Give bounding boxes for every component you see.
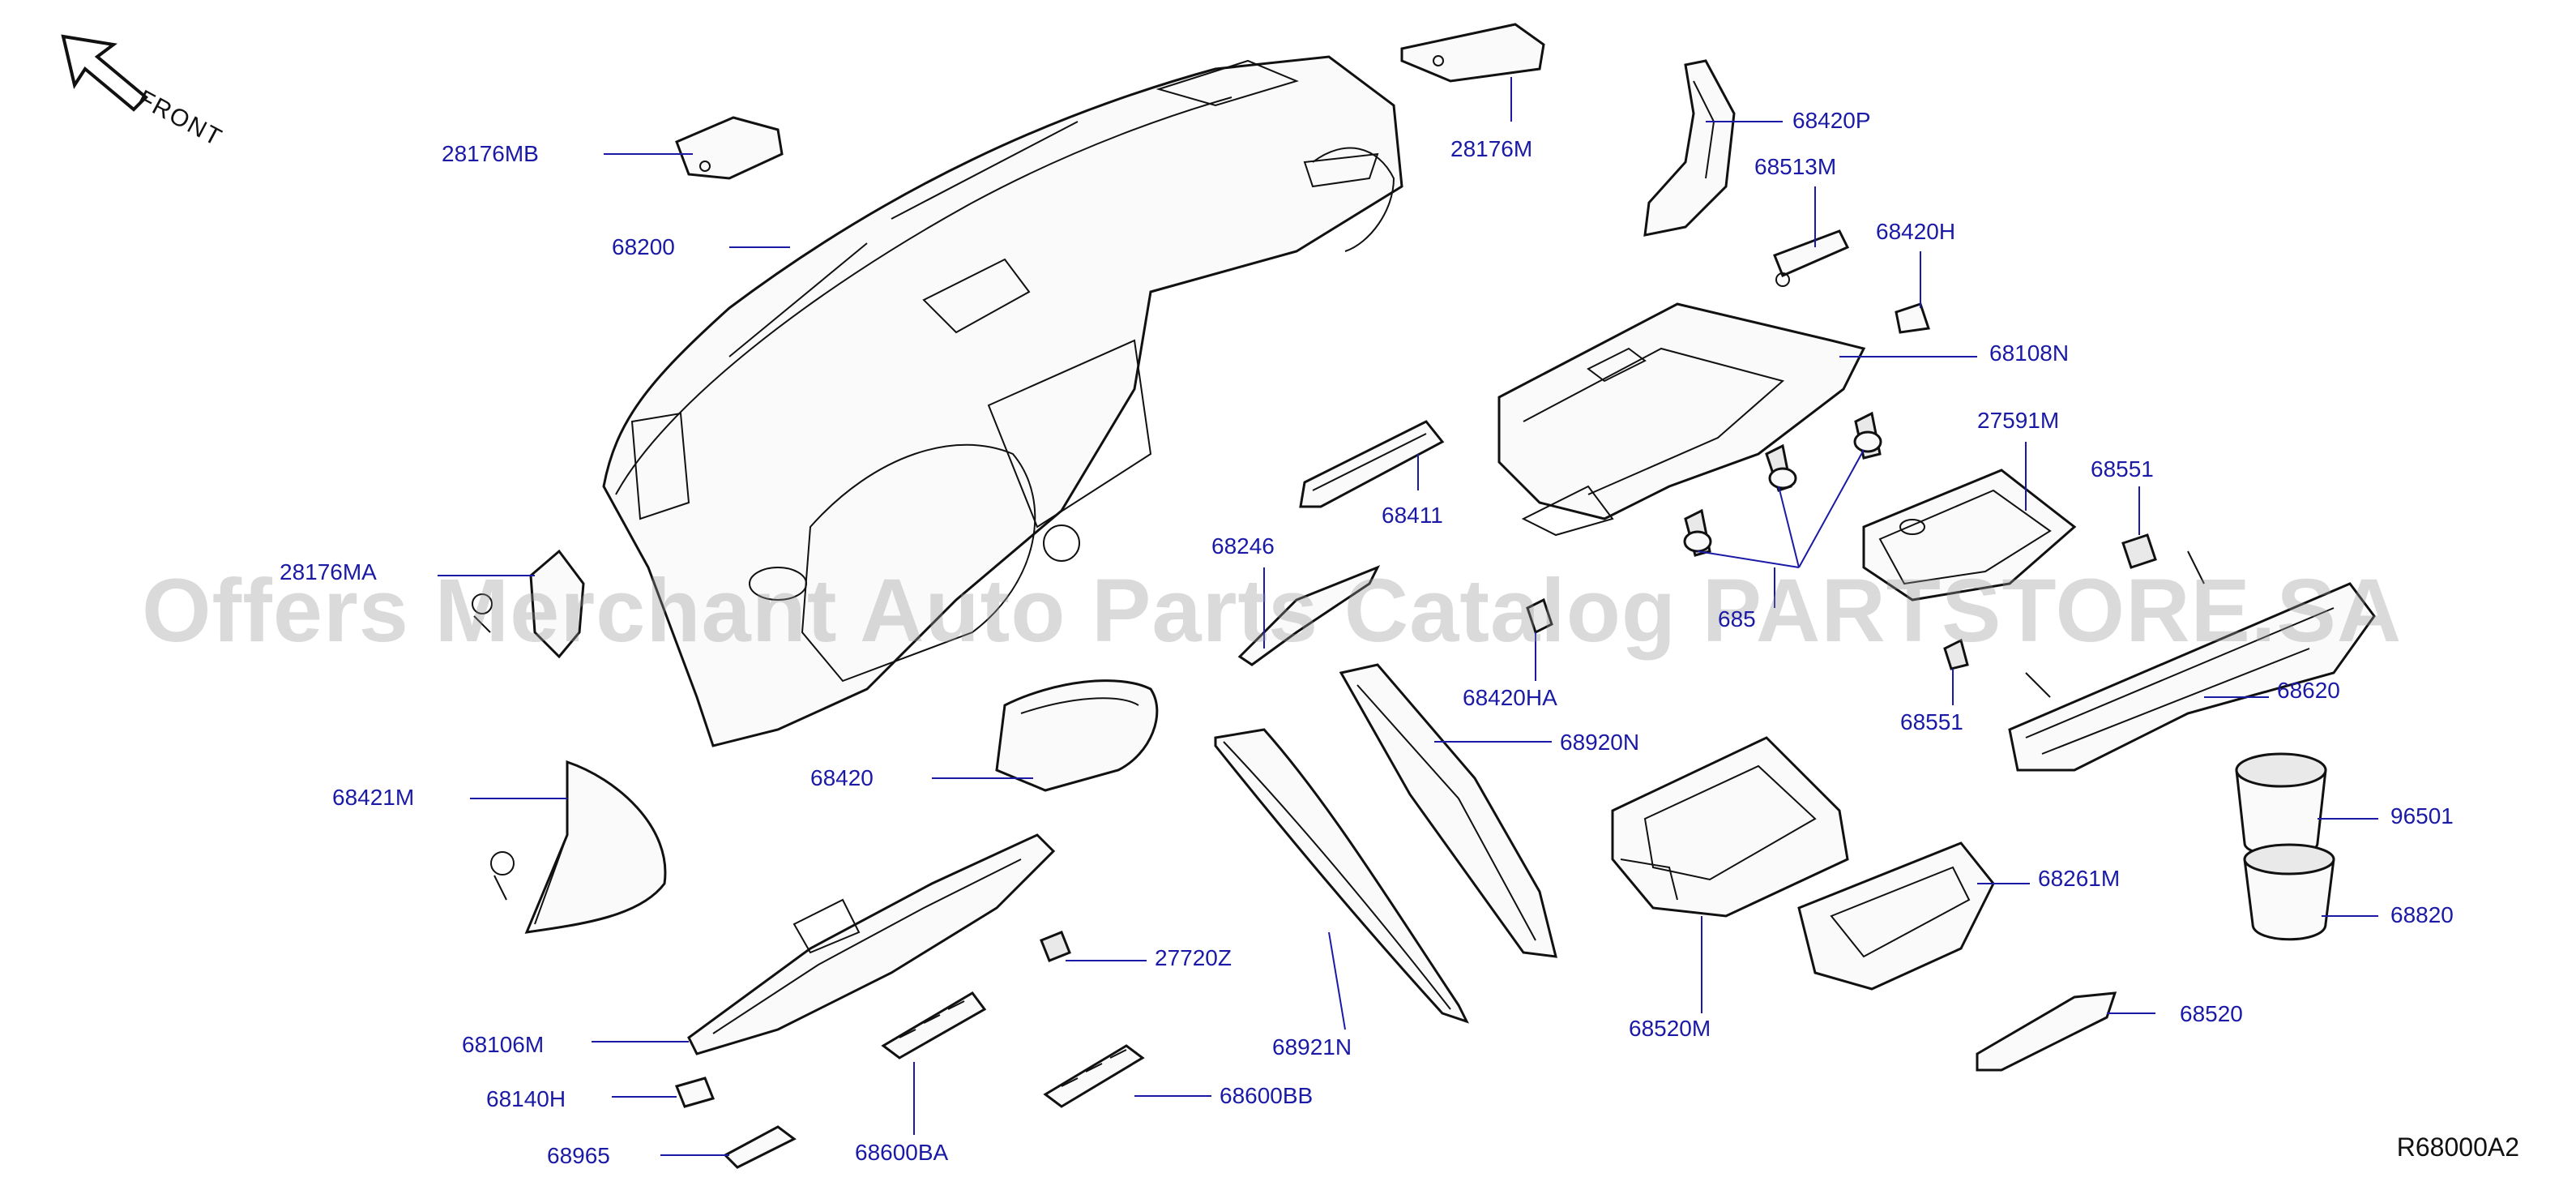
watermark-text: Offers Merchant Auto Parts Catalog PARTS…: [142, 561, 2403, 661]
part-68920N[interactable]: [1339, 663, 1557, 958]
part-28176MB[interactable]: [675, 116, 784, 180]
label-68261M[interactable]: 68261M: [2038, 866, 2121, 891]
label-68600BB[interactable]: 68600BB: [1220, 1083, 1314, 1108]
label-68551-a[interactable]: 68551: [2091, 456, 2154, 482]
label-68140H[interactable]: 68140H: [486, 1086, 566, 1111]
part-68600BB[interactable]: [1043, 1044, 1145, 1108]
part-68520M-center-bezel[interactable]: [1611, 736, 1849, 918]
part-68513M[interactable]: [1773, 229, 1850, 287]
part-68551-clip-b[interactable]: [1943, 638, 1969, 670]
part-96501-cup-holder[interactable]: [2235, 752, 2327, 857]
label-68620[interactable]: 68620: [2277, 678, 2340, 703]
part-68106M[interactable]: [687, 833, 1056, 1055]
label-27720Z[interactable]: 27720Z: [1155, 945, 1232, 970]
label-68551-b[interactable]: 68551: [1900, 709, 1963, 734]
label-68108N[interactable]: 68108N: [1989, 340, 2070, 366]
part-68600BA[interactable]: [881, 991, 987, 1060]
label-68106M[interactable]: 68106M: [462, 1032, 545, 1057]
label-68420P[interactable]: 68420P: [1792, 108, 1871, 133]
label-28176MB[interactable]: 28176MB: [442, 141, 539, 166]
part-68420HA[interactable]: [1526, 597, 1553, 635]
part-68420-meter-hood[interactable]: [995, 679, 1159, 792]
label-68420HA[interactable]: 68420HA: [1463, 685, 1557, 710]
label-27591M[interactable]: 27591M: [1977, 408, 2060, 433]
label-28176M[interactable]: 28176M: [1450, 136, 1533, 161]
part-68520[interactable]: [1976, 991, 2117, 1072]
label-68246[interactable]: 68246: [1211, 533, 1275, 559]
part-68420P[interactable]: [1643, 59, 1736, 237]
label-68921N[interactable]: 68921N: [1272, 1034, 1352, 1060]
label-68520[interactable]: 68520: [2180, 1001, 2243, 1026]
part-68140H[interactable]: [674, 1077, 716, 1108]
part-28176M[interactable]: [1400, 23, 1545, 83]
part-68965[interactable]: [723, 1125, 797, 1169]
part-68551-clip-a[interactable]: [2121, 533, 2157, 569]
reference-code: R68000A2: [2396, 1132, 2519, 1162]
part-28176MA[interactable]: [472, 549, 585, 659]
label-68510[interactable]: 685: [1718, 606, 1756, 631]
label-68411[interactable]: 68411: [1382, 503, 1443, 528]
label-68600BA[interactable]: 68600BA: [855, 1140, 949, 1165]
part-27720Z[interactable]: [1040, 931, 1071, 962]
label-68421M[interactable]: 68421M: [332, 785, 415, 810]
part-68200-instrument-panel[interactable]: [602, 55, 1403, 747]
part-68108N-glove-box[interactable]: [1497, 302, 1866, 537]
part-68921N[interactable]: [1214, 728, 1469, 1024]
part-27591M[interactable]: [1862, 469, 2077, 602]
label-68513M[interactable]: 68513M: [1754, 154, 1837, 179]
front-arrow-icon: [61, 34, 148, 112]
part-68420H[interactable]: [1895, 302, 1930, 334]
label-68820[interactable]: 68820: [2390, 902, 2454, 927]
label-28176MA[interactable]: 28176MA: [280, 559, 377, 584]
part-68620-console[interactable]: [2008, 550, 2376, 772]
part-68411[interactable]: [1299, 420, 1445, 508]
part-68261M[interactable]: [1797, 841, 1995, 991]
label-68920N[interactable]: 68920N: [1560, 730, 1640, 755]
label-68520M[interactable]: 68520M: [1629, 1016, 1711, 1041]
label-68420H[interactable]: 68420H: [1876, 219, 1956, 244]
part-68820-cup-sleeve[interactable]: [2243, 843, 2335, 941]
label-68200[interactable]: 68200: [612, 234, 675, 259]
part-68421M[interactable]: [490, 760, 667, 934]
part-fasteners-bolts[interactable]: [1683, 411, 1882, 557]
label-68965[interactable]: 68965: [547, 1143, 610, 1168]
label-68420[interactable]: 68420: [810, 765, 874, 790]
leader-lines: [438, 77, 2378, 1156]
label-96501[interactable]: 96501: [2390, 803, 2454, 828]
part-68246[interactable]: [1237, 565, 1381, 666]
